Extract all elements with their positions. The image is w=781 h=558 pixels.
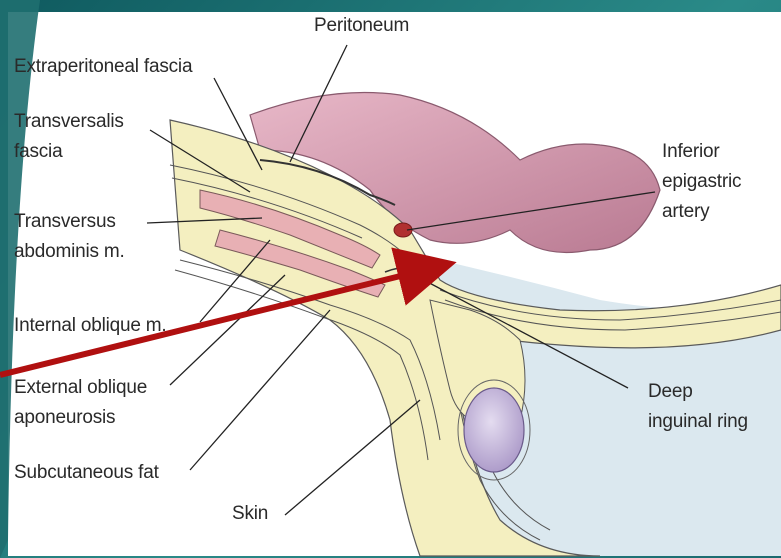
- label-inferior-epigastric-2: epigastric: [662, 170, 741, 193]
- label-deep-ring-1: Deep: [648, 380, 693, 403]
- label-external-oblique-2: aponeurosis: [14, 406, 115, 429]
- label-inferior-epigastric-3: artery: [662, 200, 709, 223]
- label-subcutaneous-fat: Subcutaneous fat: [14, 461, 159, 484]
- label-transversalis-fascia-1: Transversalis: [14, 110, 124, 133]
- label-peritoneum: Peritoneum: [314, 14, 409, 37]
- label-inferior-epigastric-1: Inferior: [662, 140, 720, 163]
- label-deep-ring-2: inguinal ring: [648, 410, 748, 433]
- label-internal-oblique: Internal oblique m.: [14, 314, 167, 337]
- label-transversus-1: Transversus: [14, 210, 116, 233]
- label-extraperitoneal-fascia: Extraperitoneal fascia: [14, 55, 192, 78]
- label-external-oblique-1: External oblique: [14, 376, 147, 399]
- label-skin: Skin: [232, 502, 268, 525]
- testis: [464, 388, 524, 472]
- label-transversus-2: abdominis m.: [14, 240, 125, 263]
- label-transversalis-fascia-2: fascia: [14, 140, 62, 163]
